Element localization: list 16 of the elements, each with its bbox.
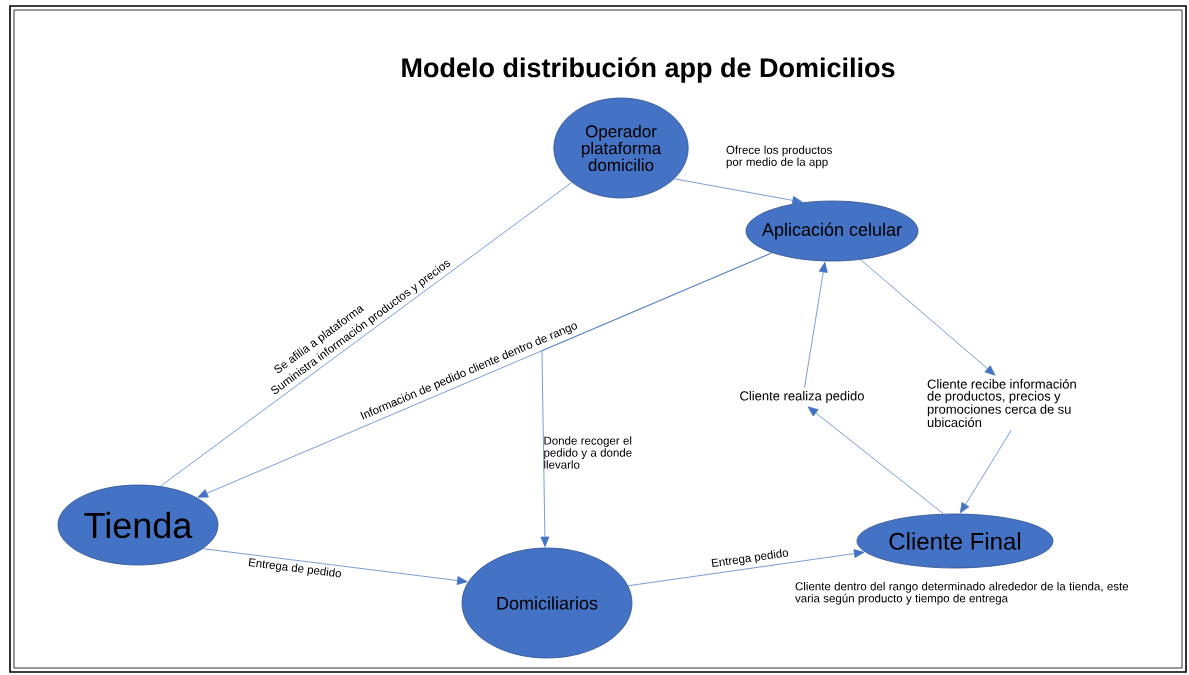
edge-label: Entrega de pedido bbox=[246, 556, 344, 582]
title: Modelo distribución app de Domicilios bbox=[402, 57, 895, 83]
edge-label: Entrega pedido bbox=[711, 549, 789, 568]
arrow bbox=[674, 178, 803, 205]
arrow bbox=[804, 261, 828, 389]
step-text: Cliente recibe información de productos, precios y promociones cerca de su ubicación bbox=[927, 378, 1076, 428]
arrow bbox=[627, 549, 865, 587]
arrow bbox=[807, 406, 944, 515]
edge-label: Donde recoger el pedido y a donde llevarlo bbox=[544, 436, 632, 469]
edge-label: Ofrece los productos por medio de la app bbox=[726, 145, 832, 169]
arrow bbox=[540, 252, 773, 548]
arrow bbox=[959, 429, 1012, 514]
arrow bbox=[202, 548, 468, 585]
step-text: Cliente realiza pedido bbox=[740, 390, 864, 404]
node-caption: Cliente dentro del rango determinado alrededor de la tienda, este varia según producto y tiempo de entrega bbox=[795, 581, 1129, 605]
arrow bbox=[860, 259, 996, 376]
